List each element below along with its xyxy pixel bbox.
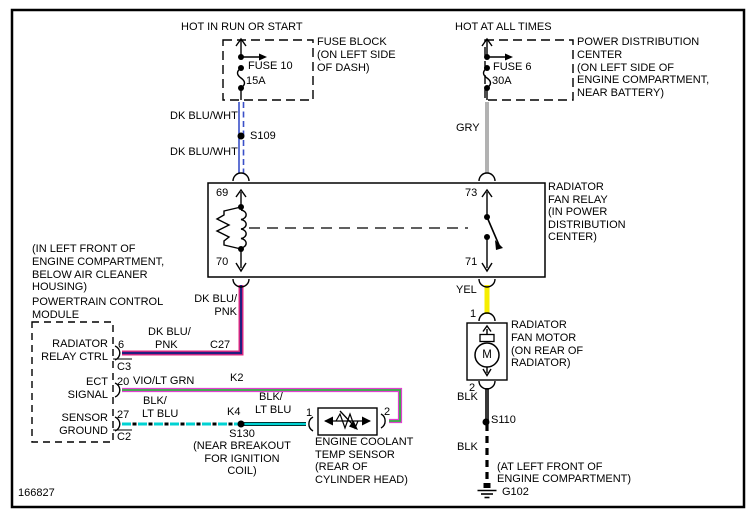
pcm-box [31,321,114,443]
relay-pin-73: 73 [465,187,478,199]
fan-motor-box [466,322,508,381]
relay-pin-69: 69 [216,187,229,199]
pcm-pin-label-ect-signal: ECT SIGNAL [67,376,108,401]
motor-pin-1: 1 [470,308,477,320]
splice-s110-label: S110 [491,414,516,426]
fuse-block-box [222,39,314,101]
wire-label-blk-2: BLK [457,441,478,453]
fuse10-symbol [235,37,267,100]
splice-s130-label: S130 [229,428,255,440]
fuse6-rating: 30A [492,75,512,87]
pcm-pin-6: 6 [118,339,125,351]
relay-note: RADIATOR FAN RELAY (IN POWER DISTRIBUTIO… [548,181,626,243]
relay-pin-71: 71 [465,256,478,268]
wire-label-blk-lt-blu-b2: LT BLU [255,404,292,416]
pcm-conn-c2: C2 [117,431,132,443]
circuit-label-c27: C27 [210,339,231,351]
wire-label-dk-blu-pnk-h1: DK BLU/ [148,326,191,338]
fuse6-symbol [481,37,513,100]
fan-motor-note: RADIATOR FAN MOTOR (ON REAR OF RADIATOR) [511,319,584,370]
doc-number: 166827 [18,487,55,499]
circuit-label-k2: K2 [230,372,244,384]
ect-sensor-note: ENGINE COOLANT TEMP SENSOR (REAR OF CYLI… [315,436,414,487]
sensor-pin-1: 1 [306,407,313,419]
wire-label-dk-blu-wht-2: DK BLU/WHT [170,146,238,158]
wire-label-gry: GRY [456,122,480,134]
splice-s130-note: (NEAR BREAKOUT FOR IGNITION COIL) [193,440,291,478]
circuit-label-k4: K4 [227,406,241,418]
wire-dk-blu-pnk [122,285,244,356]
splice-s110-dot [482,418,490,426]
splice-s109-label: S109 [250,130,276,142]
pcm-pin-20: 20 [117,376,130,388]
wire-vio-lt-grn [122,387,403,424]
wire-label-blk-lt-blu-a1: BLK/ [143,395,167,407]
fuse-block-note: FUSE BLOCK (ON LEFT SIDE OF DASH) [317,36,396,74]
thermistor-symbol [324,410,371,430]
connector-arcs [113,172,496,432]
wire-label-blk-lt-blu-a2: LT BLU [142,408,179,420]
wire-label-yel: YEL [456,284,477,296]
fuse10-name: FUSE 10 [248,60,293,72]
wire-label-dk-blu-pnk-v: DK BLU/ PNK [194,293,237,318]
ground-symbol [477,483,497,499]
relay-coil-and-switch-symbol [215,188,503,273]
relay-pin-70: 70 [216,256,229,268]
pcm-pin-label-radiator-relay-ctrl: RADIATOR RELAY CTRL [41,338,108,363]
wire-label-dk-blu-wht-1: DK BLU/WHT [170,110,238,122]
splice-s109-dot [237,132,245,140]
power-distribution-center-note: POWER DISTRIBUTION CENTER (ON LEFT SIDE … [577,36,710,100]
pcm-name: POWERTRAIN CONTROL MODULE [32,296,164,321]
hot-in-run-or-start-header: HOT IN RUN OR START [181,21,303,33]
fuse6-name: FUSE 6 [493,61,532,73]
wire-label-dk-blu-pnk-h2: PNK [155,339,178,351]
pcm-pin-27: 27 [117,409,130,421]
motor-m-symbol: M [482,349,492,361]
sensor-pin-2: 2 [384,406,391,418]
wire-label-blk-1: BLK [457,391,478,403]
ect-sensor-box [317,407,378,436]
pcm-location-note: (IN LEFT FRONT OF ENGINE COMPARTMENT, BE… [32,243,165,294]
splice-s130-dot [237,420,245,428]
motor-symbol [474,324,500,377]
ground-g102-label: G102 [502,486,529,498]
radiator-fan-relay-box [207,182,546,278]
fuse10-rating: 15A [246,75,266,87]
pcm-conn-c3: C3 [117,361,132,373]
wire-label-vio-lt-grn: VIO/LT GRN [133,375,195,387]
ground-location-note: (AT LEFT FRONT OF ENGINE COMPARTMENT) [497,461,632,486]
motor-pin-2: 2 [469,382,476,394]
wire-label-blk-lt-blu-b1: BLK/ [259,391,283,403]
outer-frame [10,8,746,509]
pcm-pin-label-sensor-ground: SENSOR GROUND [59,412,108,437]
hot-at-all-times-header: HOT AT ALL TIMES [455,21,552,33]
